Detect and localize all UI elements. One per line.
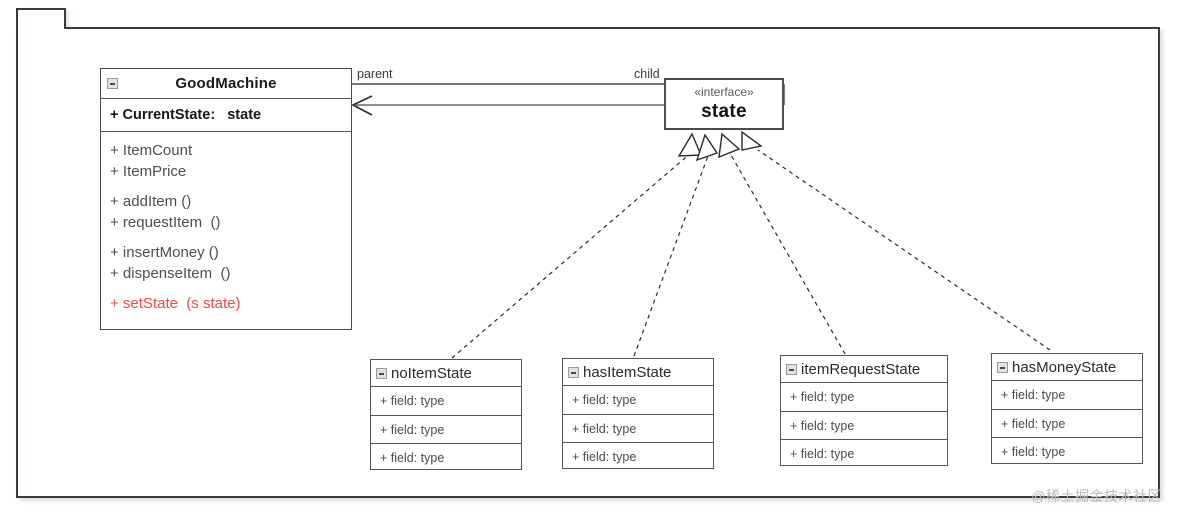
field-row: + field: type [563,414,713,442]
class-header-has-item-state: hasItemState [563,359,713,386]
field-row: + field: type [371,415,521,443]
operation-row-setstate: + setState (s state) [110,295,241,312]
operation-row: + dispenseItem () [110,265,231,282]
interface-stereotype: «interface» [694,85,754,99]
class-item-request-state[interactable]: itemRequestState + field: type + field: … [780,355,948,466]
class-header-has-money-state: hasMoneyState [992,354,1142,381]
field-label: + field: type [790,418,855,433]
interface-name: state [701,101,747,122]
frame-tab [16,8,66,29]
field-row: + field: type [563,442,713,470]
class-name-has-money-state: hasMoneyState [1012,358,1117,376]
operation-row: + ItemPrice [110,163,187,180]
field-label: + field: type [380,394,445,408]
watermark: @稀土掘金技术社区 [1031,488,1162,504]
collapse-minus-icon[interactable] [376,367,387,379]
class-name-has-item-state: hasItemState [583,363,672,381]
field-row: + field: type [781,439,947,467]
operation-row: + ItemCount [110,142,193,159]
collapse-minus-icon[interactable] [568,366,579,378]
field-label: + field: type [790,390,855,404]
field-label: + field: type [790,446,855,461]
class-good-machine[interactable]: GoodMachine + CurrentState: state + Item… [100,68,352,330]
attribute-row: + CurrentState: state [110,107,262,123]
collapse-minus-icon[interactable] [997,361,1008,373]
field-row: + field: type [992,437,1142,465]
operation-row: + insertMoney () [110,244,219,261]
operation-row: + addItem () [110,193,192,210]
association-label-child: child [634,67,660,81]
class-operations-good-machine: + ItemCount + ItemPrice + addItem () + r… [101,132,351,314]
class-no-item-state[interactable]: noItemState + field: type + field: type … [370,359,522,470]
collapse-minus-icon[interactable] [786,363,797,375]
field-label: + field: type [1001,416,1066,431]
association-label-parent: parent [357,67,393,81]
interface-state[interactable]: «interface» state [664,78,784,130]
field-label: + field: type [572,421,637,436]
field-label: + field: type [572,393,637,407]
class-header-item-request-state: itemRequestState [781,356,947,383]
field-label: + field: type [380,450,445,465]
class-attributes-good-machine: + CurrentState: state [101,99,351,132]
field-row: + field: type [992,381,1142,409]
field-label: + field: type [380,422,445,437]
collapse-minus-icon[interactable] [107,78,118,89]
field-label: + field: type [572,449,637,464]
class-name-no-item-state: noItemState [391,364,472,382]
field-row: + field: type [563,386,713,414]
operation-row: + requestItem () [110,214,221,231]
field-row: + field: type [371,443,521,471]
frame-tab-joiner [18,26,64,30]
class-has-money-state[interactable]: hasMoneyState + field: type + field: typ… [991,353,1143,464]
field-row: + field: type [992,409,1142,437]
class-header-no-item-state: noItemState [371,360,521,387]
field-row: + field: type [781,383,947,411]
class-has-item-state[interactable]: hasItemState + field: type + field: type… [562,358,714,469]
class-name-good-machine: GoodMachine [175,75,277,92]
class-header-good-machine: GoodMachine [101,69,351,99]
field-label: + field: type [1001,444,1066,459]
field-row: + field: type [371,387,521,415]
class-name-item-request-state: itemRequestState [801,360,921,378]
field-row: + field: type [781,411,947,439]
field-label: + field: type [1001,388,1066,402]
